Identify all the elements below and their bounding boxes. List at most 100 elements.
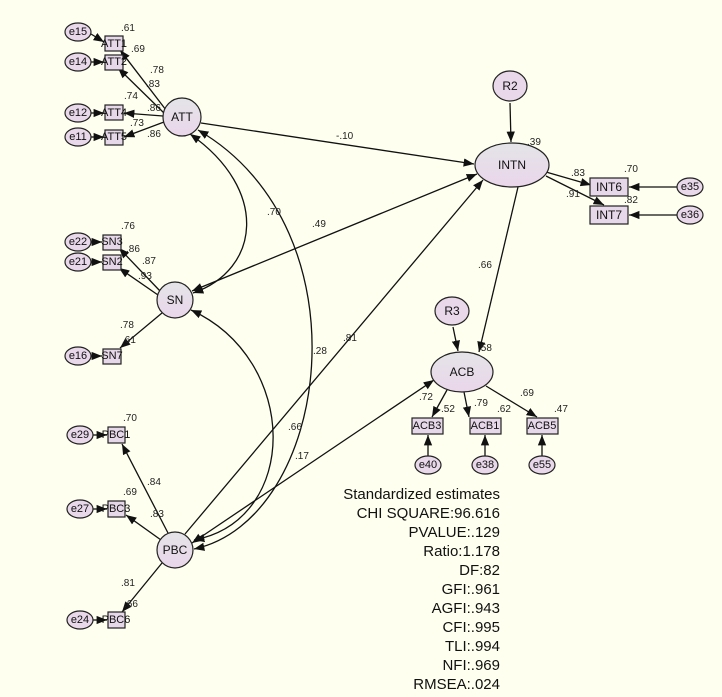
fit-stat: RMSEA:.024 [413, 676, 500, 693]
error-e14[interactable]: e14 [64, 52, 92, 72]
estimate: .69 [123, 487, 137, 498]
indicator-acb5[interactable]: ACB5 [526, 417, 559, 435]
fit-stat: PVALUE:.129 [409, 524, 500, 541]
estimate: .78 [150, 65, 164, 76]
fit-stat: AGFI:.943 [432, 600, 500, 617]
estimate: .61 [121, 23, 135, 34]
indicator-label: SN2 [101, 256, 122, 268]
fit-statistics: Standardized estimates CHI SQUARE:96.616… [343, 486, 500, 693]
indicator-label: ATT5 [101, 131, 127, 143]
indicator-label: PBC1 [102, 429, 131, 441]
indicator-att5[interactable]: ATT5 [101, 129, 127, 146]
fit-stat: NFI:.969 [442, 657, 500, 674]
estimate: .86 [147, 129, 161, 140]
estimate: -.10 [336, 131, 354, 142]
indicator-label: ATT2 [101, 56, 127, 68]
latent-label: SN [167, 293, 184, 307]
estimate: .17 [295, 451, 309, 462]
estimate: .72 [419, 392, 433, 403]
estimate: .81 [121, 578, 135, 589]
indicator-att2[interactable]: ATT2 [101, 54, 127, 71]
indicator-label: ATT4 [101, 107, 127, 119]
indicator-acb1[interactable]: ACB1 [469, 417, 502, 435]
error-e35[interactable]: e35 [676, 177, 704, 197]
latent-label: INTN [498, 158, 526, 172]
estimate: .83 [146, 79, 160, 90]
residual-r3[interactable]: R3 [434, 296, 470, 326]
error-e22[interactable]: e22 [64, 232, 92, 252]
estimate: .47 [554, 404, 568, 415]
fit-stat: CFI:.995 [442, 619, 500, 636]
error-label: e15 [69, 26, 87, 38]
estimate: .62 [497, 404, 511, 415]
indicator-label: PBC3 [102, 503, 131, 515]
estimate: .93 [138, 271, 152, 282]
indicator-label: INT6 [596, 180, 622, 194]
estimate: .39 [527, 137, 541, 148]
estimate: .69 [131, 44, 145, 55]
error-e15[interactable]: e15 [64, 22, 92, 42]
indicator-int7[interactable]: INT7 [589, 205, 629, 225]
indicator-sn3[interactable]: SN3 [101, 234, 123, 251]
estimate: .82 [624, 195, 638, 206]
estimate: .52 [441, 404, 455, 415]
error-label: e38 [476, 459, 494, 471]
latent-acb[interactable]: ACB [430, 351, 494, 393]
indicator-att4[interactable]: ATT4 [101, 104, 127, 121]
error-label: e36 [681, 209, 699, 221]
fit-stat: TLI:.994 [445, 638, 500, 655]
error-e11[interactable]: e11 [64, 127, 92, 147]
latent-variables: ATT SN PBC INTN ACB R2 R3 [156, 70, 550, 569]
error-e12[interactable]: e12 [64, 103, 92, 123]
latent-label: ACB [450, 365, 475, 379]
indicator-label: ATT1 [101, 38, 127, 50]
indicator-acb3[interactable]: ACB3 [411, 417, 444, 435]
error-e24[interactable]: e24 [66, 610, 94, 630]
estimate: .69 [520, 388, 534, 399]
latent-att[interactable]: ATT [162, 97, 202, 137]
indicator-label: SN7 [101, 350, 122, 362]
residual-r2[interactable]: R2 [492, 70, 528, 102]
estimate: .74 [124, 91, 138, 102]
residual-label: R2 [502, 79, 518, 93]
indicator-pbc3[interactable]: PBC3 [102, 500, 131, 518]
estimate: .73 [130, 118, 144, 129]
latent-pbc[interactable]: PBC [156, 531, 194, 569]
estimate: .79 [474, 398, 488, 409]
fit-stat: Ratio:1.178 [423, 543, 500, 560]
estimate: .28 [313, 346, 327, 357]
latent-sn[interactable]: SN [156, 281, 194, 319]
error-e36[interactable]: e36 [676, 205, 704, 225]
indicator-att1[interactable]: ATT1 [101, 35, 127, 52]
error-e16[interactable]: e16 [64, 346, 92, 366]
indicator-sn2[interactable]: SN2 [101, 254, 123, 271]
error-e40[interactable]: e40 [414, 455, 442, 475]
error-label: e12 [69, 107, 87, 119]
estimate: .83 [571, 168, 585, 179]
estimate: .70 [267, 207, 281, 218]
indicator-label: ACB3 [413, 420, 442, 432]
estimate: .70 [624, 164, 638, 175]
error-e27[interactable]: e27 [66, 499, 94, 519]
error-e21[interactable]: e21 [64, 252, 92, 272]
error-label: e21 [69, 256, 87, 268]
error-e55[interactable]: e55 [528, 455, 556, 475]
indicator-label: ACB1 [471, 420, 500, 432]
error-terms: e15 e14 e12 e11 e22 e21 e16 e29 e27 e24 … [64, 22, 704, 630]
latent-intn[interactable]: INTN [474, 142, 550, 188]
fit-title: Standardized estimates [343, 486, 500, 503]
indicator-int6[interactable]: INT6 [589, 177, 629, 197]
error-e38[interactable]: e38 [471, 455, 499, 475]
error-label: e40 [419, 459, 437, 471]
latent-label: ATT [171, 110, 193, 124]
error-label: e55 [533, 459, 551, 471]
indicator-pbc1[interactable]: PBC1 [102, 426, 131, 444]
fit-stat: DF:82 [459, 562, 500, 579]
indicator-sn7[interactable]: SN7 [101, 348, 123, 365]
error-e29[interactable]: e29 [66, 425, 94, 445]
estimate-labels: .61 .69 .78 .83 .74 .86 .73 .86 .76 .86 … [120, 23, 638, 610]
indicator-pbc6[interactable]: PBC6 [102, 611, 131, 629]
latent-label: PBC [163, 543, 188, 557]
error-label: e16 [69, 350, 87, 362]
